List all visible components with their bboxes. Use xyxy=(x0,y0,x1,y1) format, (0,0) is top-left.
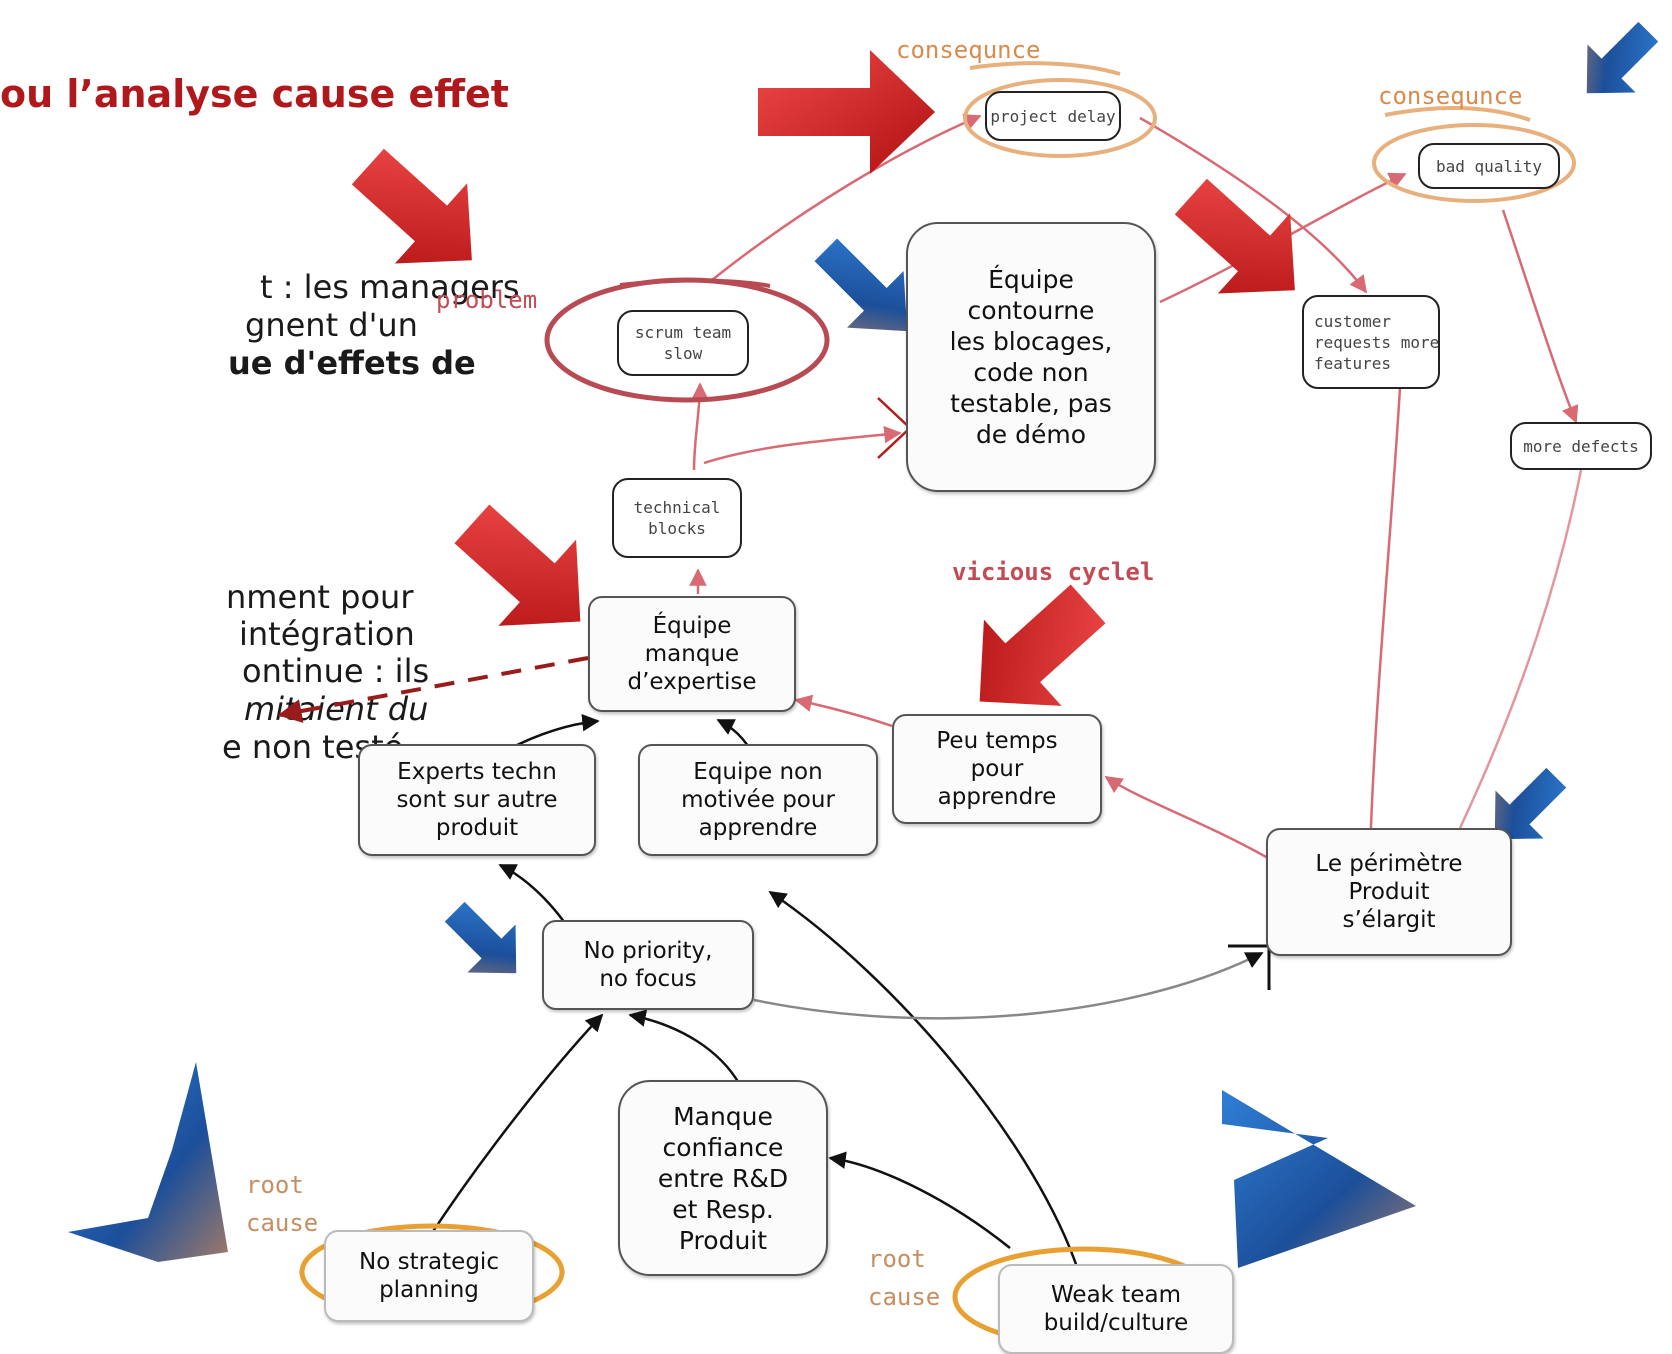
label-vicious-cycle: vicious cyclel xyxy=(952,558,1155,586)
blue-arrow-icon xyxy=(814,238,908,332)
dashed-arrow xyxy=(277,656,589,723)
connector xyxy=(753,951,1264,1020)
label-root-cause: root cause xyxy=(868,1245,941,1311)
blue-arrow-icon xyxy=(1222,1090,1416,1268)
node-technical-blocks: technical blocks xyxy=(612,478,742,558)
connector xyxy=(703,425,902,465)
label-consequence: consequnce xyxy=(896,36,1041,64)
blue-arrow-icon xyxy=(1494,767,1567,840)
box-weak-team: Weak team build/culture xyxy=(998,1264,1234,1354)
slide-text-line: t : les managers xyxy=(260,268,520,306)
red-arrow-icon xyxy=(979,584,1106,706)
connector xyxy=(794,694,893,728)
box-perimetre: Le périmètre Produit s’élargit xyxy=(1266,828,1512,956)
underline xyxy=(969,61,1121,76)
node-more-defects: more defects xyxy=(1510,422,1652,470)
connector xyxy=(1458,459,1585,829)
blue-arrow-icon xyxy=(444,901,517,974)
red-arrow-icon xyxy=(351,148,472,264)
node-customer-requests: customer requests more features xyxy=(1302,295,1440,389)
node-scrum-team-slow: scrum team slow xyxy=(617,310,749,376)
connector xyxy=(691,382,709,471)
box-no-priority: No priority, no focus xyxy=(542,920,754,1010)
underline xyxy=(619,278,771,288)
box-equipe-manque-expertise: Équipe manque d’expertise xyxy=(588,596,796,712)
label-problem: problem xyxy=(436,286,538,314)
blue-arrow-icon xyxy=(1586,21,1659,94)
connector xyxy=(628,1009,742,1086)
connector xyxy=(1501,209,1579,424)
connector xyxy=(1361,387,1402,855)
red-arrow-icon xyxy=(1174,178,1295,294)
underline xyxy=(1384,105,1531,122)
slide-text-line: nment pour xyxy=(226,578,414,616)
slide-title: ou l’analyse cause effet xyxy=(0,72,509,116)
connector xyxy=(1139,116,1368,294)
blocker-mark xyxy=(1228,944,1271,990)
red-arrow-icon xyxy=(454,504,581,626)
slide-text-line: intégration xyxy=(239,615,415,653)
slide-text-line: gnent d'un xyxy=(245,306,418,344)
red-arrow-icon xyxy=(758,50,935,174)
ring-project-delay xyxy=(963,78,1157,158)
node-bad-quality: bad quality xyxy=(1418,143,1560,189)
box-manque-confiance: Manque confiance entre R&D et Resp. Prod… xyxy=(618,1080,828,1276)
connector xyxy=(828,1151,1011,1249)
box-experts-techn: Experts techn sont sur autre produit xyxy=(358,744,596,856)
box-no-strategic-planning: No strategic planning xyxy=(324,1230,534,1322)
box-peu-temps: Peu temps pour apprendre xyxy=(892,714,1102,824)
label-consequence: consequnce xyxy=(1378,82,1523,110)
node-project-delay: project delay xyxy=(985,91,1121,141)
ring-bad-quality xyxy=(1372,123,1576,203)
connector xyxy=(711,114,982,281)
label-root-cause: root cause xyxy=(246,1171,319,1237)
connector xyxy=(428,1013,604,1237)
slide-text-line: ue d'effets de xyxy=(228,344,476,382)
blue-arrow-icon xyxy=(68,1062,228,1262)
connector xyxy=(768,890,1082,1277)
slide-text-line: mitaient du xyxy=(244,690,429,728)
connector xyxy=(1104,775,1269,860)
box-equipe-non-motivee: Equipe non motivée pour apprendre xyxy=(638,744,878,856)
box-equipe-contourne: Équipe contourne les blocages, code non … xyxy=(906,222,1156,492)
slide-text-line: ontinue : ils xyxy=(242,652,430,690)
